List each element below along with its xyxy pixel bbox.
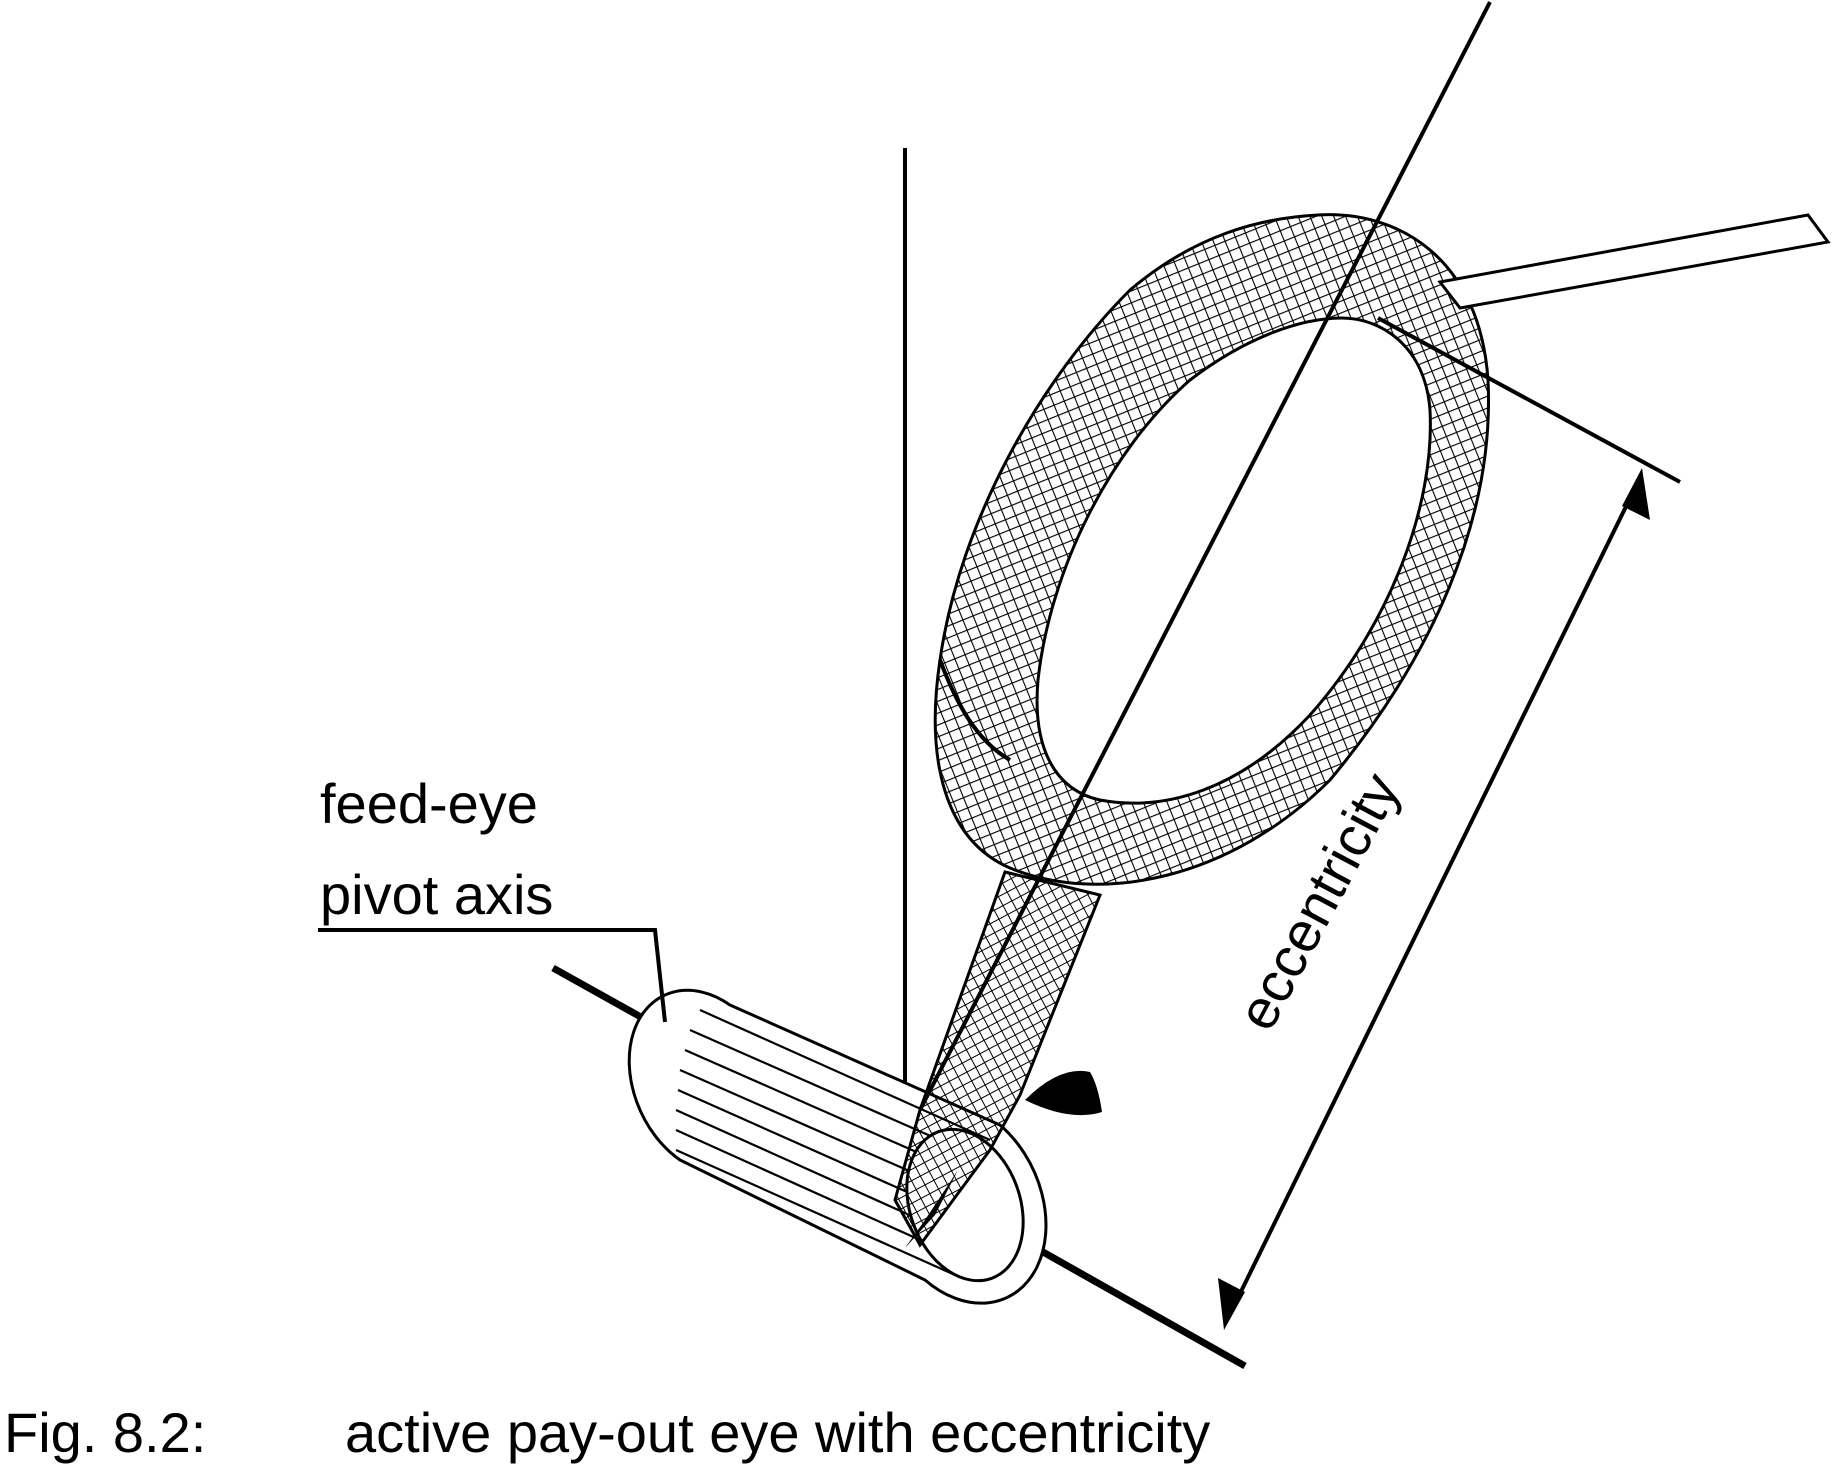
eye-stem <box>893 870 1103 1248</box>
dimension-extension-line <box>1377 316 1681 484</box>
pivot-axis-label: pivot axis <box>320 863 554 926</box>
figure-caption-number: Fig. 8.2: <box>4 1401 207 1464</box>
feed-eye-label: feed-eye <box>320 772 538 835</box>
figure-caption-text: active pay-out eye with eccentricity <box>345 1401 1211 1464</box>
pointer-wedge <box>905 1070 1102 1248</box>
eye-axis-line <box>918 1 1492 1111</box>
eccentricity-dimension <box>1218 468 1650 1330</box>
pivot-axis-leader <box>318 928 667 1023</box>
outgoing-thread <box>1437 213 1831 310</box>
eye-ring <box>933 213 1491 886</box>
